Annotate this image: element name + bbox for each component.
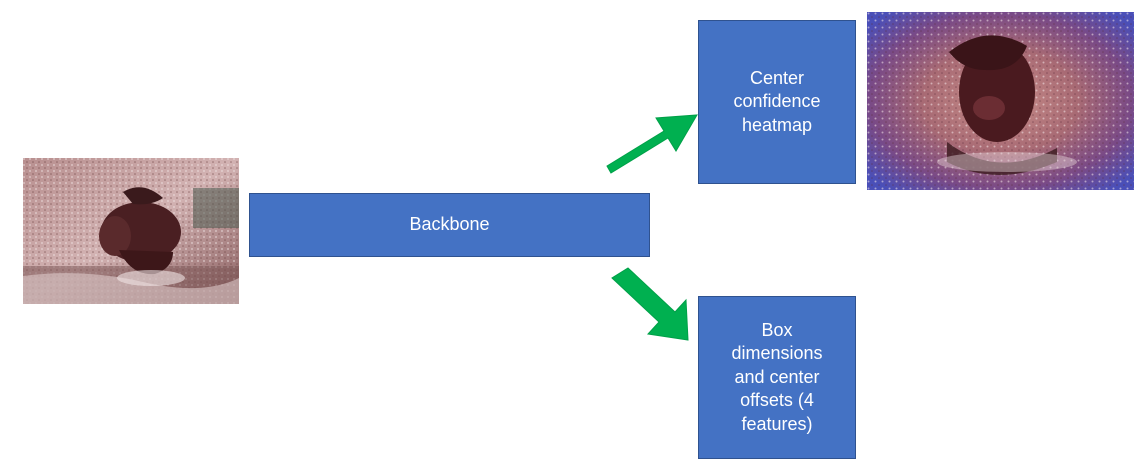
center-heatmap-head-label: Center confidence heatmap	[733, 68, 821, 135]
heatmap-output-image	[867, 12, 1134, 190]
box-dimensions-head-label: Box dimensions and center offsets (4 fea…	[731, 320, 823, 434]
input-photo	[23, 158, 239, 304]
arrow-to-heatmap	[606, 114, 698, 174]
box-dimensions-head-block: Box dimensions and center offsets (4 fea…	[698, 296, 856, 459]
center-heatmap-head-block: Center confidence heatmap	[698, 20, 856, 184]
heatmap-photo	[867, 12, 1134, 190]
input-image	[23, 158, 239, 304]
backbone-label: Backbone	[409, 214, 490, 235]
backbone-block: Backbone	[249, 193, 650, 257]
arrow-to-box-dims	[611, 267, 689, 341]
